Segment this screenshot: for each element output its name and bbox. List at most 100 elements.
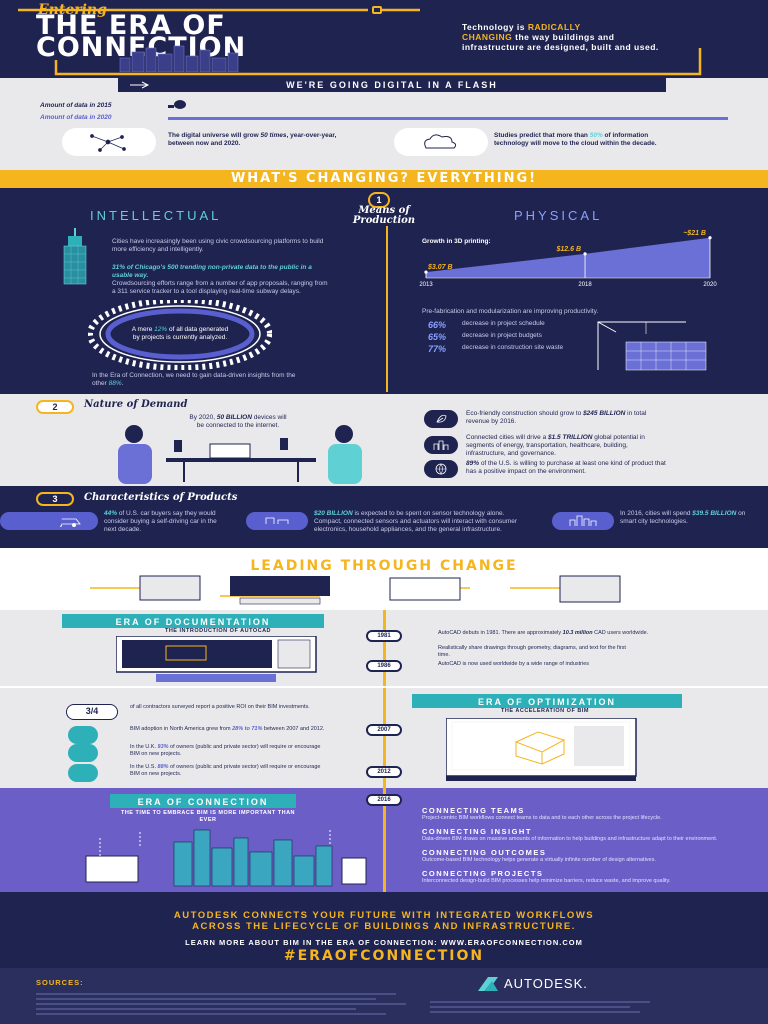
digital-banner: WE'RE GOING DIGITAL IN A FLASH xyxy=(118,78,666,92)
step-2-label: Nature of Demand xyxy=(84,399,188,410)
text-1986: AutoCAD is now used worldwide by a wide … xyxy=(438,661,590,667)
bim-screen-illustration xyxy=(446,718,637,781)
divider-line xyxy=(386,226,388,392)
leading-header: LEADING THROUGH CHANGE xyxy=(0,548,768,610)
globe-icon xyxy=(424,460,458,478)
sensor-text: $20 BILLION is expected to be spent on s… xyxy=(314,510,518,533)
sources-list xyxy=(36,990,416,1018)
optimization-era: 3/4 of all contractors surveyed report a… xyxy=(0,686,768,788)
hero-tagline: Technology is RADICALLY CHANGING the way… xyxy=(462,22,659,52)
chart-point xyxy=(424,270,428,274)
people-illustration xyxy=(118,425,362,484)
changing-banner: WHAT'S CHANGING? EVERYTHING! xyxy=(0,170,768,188)
stat-row: 65%decrease in project budgets xyxy=(428,332,542,342)
chart-value-label: $3.07 B xyxy=(427,264,453,271)
autodesk-logo[interactable]: AUTODESK. xyxy=(478,976,588,991)
amount-2020-bar xyxy=(168,117,728,120)
cloud-icon xyxy=(394,128,488,156)
uk-icon xyxy=(68,744,98,762)
circuit-line xyxy=(18,8,702,76)
stat-row: 66%decrease in project schedule xyxy=(428,320,545,330)
chart-tick-label: 2018 xyxy=(578,282,592,288)
devices-text: By 2020, 50 BILLION devices will be conn… xyxy=(189,414,287,429)
connected-city-illustration xyxy=(85,829,367,887)
digital-section: WE'RE GOING DIGITAL IN A FLASH Amount of… xyxy=(0,78,768,170)
connecting-projects: CONNECTING PROJECTS Interconnected desig… xyxy=(422,869,671,884)
chart-value-label: ~$21 B xyxy=(683,230,706,237)
crane-illustration xyxy=(597,321,707,371)
sources-label: SOURCES: xyxy=(36,978,84,987)
year-2016: 2016 xyxy=(366,794,402,806)
timeline-line xyxy=(383,610,386,686)
hero-section: Entering THE ERA OF CONNECTION Technolog… xyxy=(0,0,768,78)
sensor-icon xyxy=(0,512,62,530)
city-icon xyxy=(424,436,458,454)
chart-value-label: $12.6 B xyxy=(556,246,582,253)
growth-title: Growth in 3D printing: xyxy=(422,238,491,245)
hero-title-line1: THE ERA OF xyxy=(36,10,226,41)
prefab-text: Pre-fabrication and modularization are i… xyxy=(422,308,599,315)
chart-point xyxy=(708,236,712,240)
bim-adoption-text: BIM adoption in North America grew from … xyxy=(130,726,325,732)
uk-text: In the U.K. 93% of owners (public and pr… xyxy=(130,744,321,757)
step-3-label: Characteristics of Products xyxy=(84,492,238,503)
changing-banner-text: WHAT'S CHANGING? EVERYTHING! xyxy=(230,171,538,186)
year-1986: 1986 xyxy=(366,660,402,672)
year-1981: 1981 xyxy=(366,630,402,642)
tower-illustration xyxy=(63,228,87,285)
chicago-highlight: 31% of Chicago's 500 trending non-privat… xyxy=(112,264,312,279)
fraction-badge: 3/4 xyxy=(66,704,118,720)
smart-city-icon xyxy=(552,512,614,530)
stat-row: 77%decrease in construction site waste xyxy=(428,344,564,354)
hashtag[interactable]: #ERAOFCONNECTION xyxy=(283,948,485,964)
growth-icon xyxy=(68,726,98,744)
timeline-line xyxy=(383,688,386,788)
step-2-badge: 2 xyxy=(36,400,74,414)
smart-city-text: In 2016, cities will spend $39.5 BILLION… xyxy=(620,510,746,525)
year-2012: 2012 xyxy=(366,766,402,778)
chart-tick-label: 2020 xyxy=(703,282,717,288)
us-icon xyxy=(68,764,98,782)
documentation-era: ERA OF DOCUMENTATION THE INTRODUCTION OF… xyxy=(0,610,768,686)
cloud-text: Studies predict that more than 50% of in… xyxy=(494,132,657,147)
data-ring-illustration xyxy=(88,300,272,370)
growth-3d-printing-chart: $3.07 B 2013 $12.6 B 2018 ~$21 B 2020 xyxy=(419,230,717,288)
cities-text: Connected cities will drive a $1.5 TRILL… xyxy=(466,434,645,457)
usb-icon xyxy=(130,81,150,89)
plug-icon xyxy=(372,6,382,14)
sensor-icon-bg xyxy=(246,512,308,530)
chart-tick-label: 2013 xyxy=(419,282,433,288)
amount-2015-bar xyxy=(168,105,174,108)
year-2007: 2007 xyxy=(366,724,402,736)
connection-sub: THE TIME TO EMBRACE BIM IS MORE IMPORTAN… xyxy=(120,810,296,823)
universe-text: The digital universe will grow 50 times,… xyxy=(168,132,337,147)
skyline-illustration xyxy=(119,45,239,72)
devices-illustration xyxy=(90,575,621,605)
connecting-teams: CONNECTING TEAMS Project-centric BIM wor… xyxy=(422,806,662,821)
chart-point xyxy=(583,252,587,256)
autodesk-wordmark: AUTODESK. xyxy=(504,976,588,991)
step-3-badge: 3 xyxy=(36,492,74,506)
physical-heading: PHYSICAL xyxy=(514,208,603,223)
step-1-badge: 1 xyxy=(368,192,390,208)
text-share: Realistically share drawings through geo… xyxy=(438,645,626,658)
civic-text: Cities have increasingly been using civi… xyxy=(112,238,324,253)
footer: SOURCES: AUTODESK. xyxy=(0,968,768,1024)
contractors-text: of all contractors surveyed report a pos… xyxy=(130,704,310,710)
connection-era: 2016 ERA OF CONNECTION THE TIME TO EMBRA… xyxy=(0,788,768,892)
autocad-illustration xyxy=(116,636,317,682)
ring-text: A mere 12% of all data generated by proj… xyxy=(131,326,229,341)
stats-list: 66%decrease in project schedule 65%decre… xyxy=(428,320,588,354)
learn-more-link[interactable]: LEARN MORE ABOUT BIM IN THE ERA OF CONNE… xyxy=(185,938,583,947)
bar-cap-icon xyxy=(174,100,186,109)
chicago-text: Crowdsourcing efforts range from a numbe… xyxy=(112,280,328,295)
documentation-sub: THE INTRODUCTION OF AUTOCAD xyxy=(164,628,272,634)
autodesk-banner: AUTODESK CONNECTS YOUR FUTURE WITH INTEG… xyxy=(173,910,595,932)
amount-2020-label: Amount of data in 2020 xyxy=(40,114,112,121)
connecting-list: CONNECTING TEAMS Project-centric BIM wor… xyxy=(422,806,722,885)
us-text: In the U.S. 88% of owners (public and pr… xyxy=(130,764,321,777)
text-1981: AutoCAD debuts in 1981. There are approx… xyxy=(438,630,649,636)
autodesk-banner-section: AUTODESK CONNECTS YOUR FUTURE WITH INTEG… xyxy=(0,892,768,968)
